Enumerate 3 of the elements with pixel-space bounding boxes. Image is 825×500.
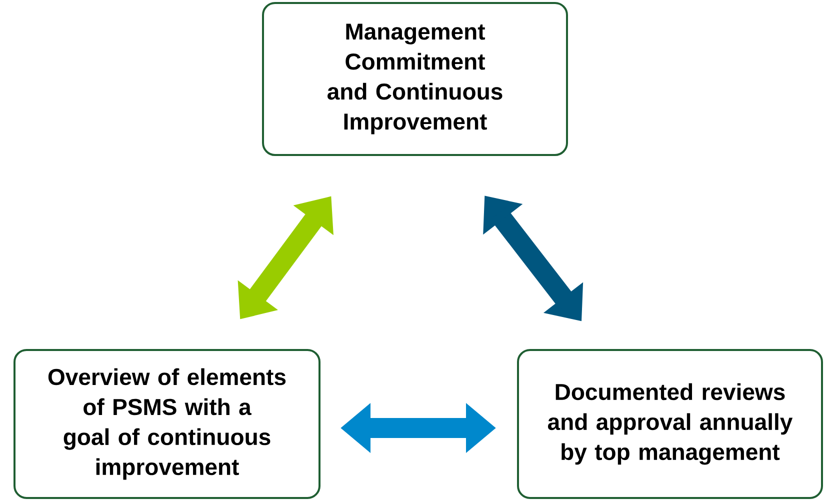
process-box: Overview of elements of PSMS with a goal of continuous improvement [14, 349, 320, 499]
process-box: Documented reviews and approval annually by top management [517, 349, 823, 499]
process-box: Management Commitment and Continuous Improvement [262, 2, 568, 156]
